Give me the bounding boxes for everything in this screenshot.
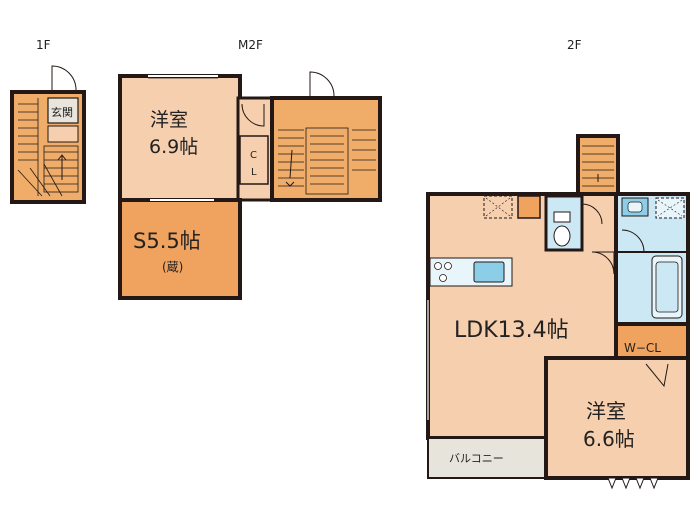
room-yoshitsu-6-6: [544, 356, 690, 480]
genkan-step: [47, 125, 79, 143]
floor-label-2f: 2F: [567, 38, 582, 52]
stairs-m2f-arrow-icon: [285, 149, 295, 187]
bath-door-swing: [621, 229, 645, 253]
toilet-door-swing: [581, 203, 603, 225]
room-yoshitsu-6-6-name: 洋室: [586, 399, 626, 423]
closet-cl: [239, 135, 269, 185]
floor-m2f-plan: C L 洋室: [118, 71, 382, 300]
room-service-5-5-note: (蔵): [162, 260, 183, 274]
room-yoshitsu-6-6-size: 6.6帖: [583, 427, 635, 451]
balcony: [427, 437, 547, 479]
room-service-5-5: [118, 198, 242, 300]
hall-door-swing: [241, 103, 265, 127]
floor-label-m2f: M2F: [238, 38, 263, 52]
balcony-label: バルコニー: [449, 452, 504, 465]
closet-label-l: L: [251, 167, 257, 178]
closet-label-c: C: [250, 150, 257, 161]
m2f-top-door-swing: [309, 71, 335, 97]
pantry: [517, 195, 541, 219]
entry-door-swing: [51, 65, 77, 91]
bedroom-door-swing: [645, 363, 669, 388]
stairs-2f-top: [576, 134, 620, 196]
stove-burner-2: [444, 262, 452, 270]
room-ldk-label: LDK13.4帖: [454, 318, 569, 343]
genkan-label: 玄関: [51, 105, 73, 119]
fridge-space: [483, 195, 513, 219]
floor-1f-plan: 玄関: [10, 65, 86, 204]
ldk-door-swing: [591, 251, 615, 275]
room-service-5-5-size: S5.5帖: [133, 229, 201, 253]
stove-burner-1: [434, 262, 442, 270]
sink: [473, 261, 505, 283]
room-yoshitsu-6-9-size: 6.9帖: [149, 136, 198, 158]
walk-in-closet-label: W−CL: [624, 341, 661, 355]
stairs-2f-steps: [582, 145, 614, 187]
stairs-1f-arrow-icon: [57, 154, 67, 180]
floor-label-1f: 1F: [36, 38, 51, 52]
laundry-space: [655, 197, 685, 219]
room-yoshitsu-6-9-name: 洋室: [150, 109, 188, 131]
stairs-1f: [17, 98, 79, 197]
floor-2f-plan: バルコニー W−CL: [426, 134, 690, 490]
toilet-bowl: [553, 225, 571, 247]
stairs-m2f: [278, 127, 376, 195]
genkan-area: [47, 97, 79, 124]
stove-burner-3: [439, 274, 447, 282]
bedroom-windows: [607, 477, 659, 490]
